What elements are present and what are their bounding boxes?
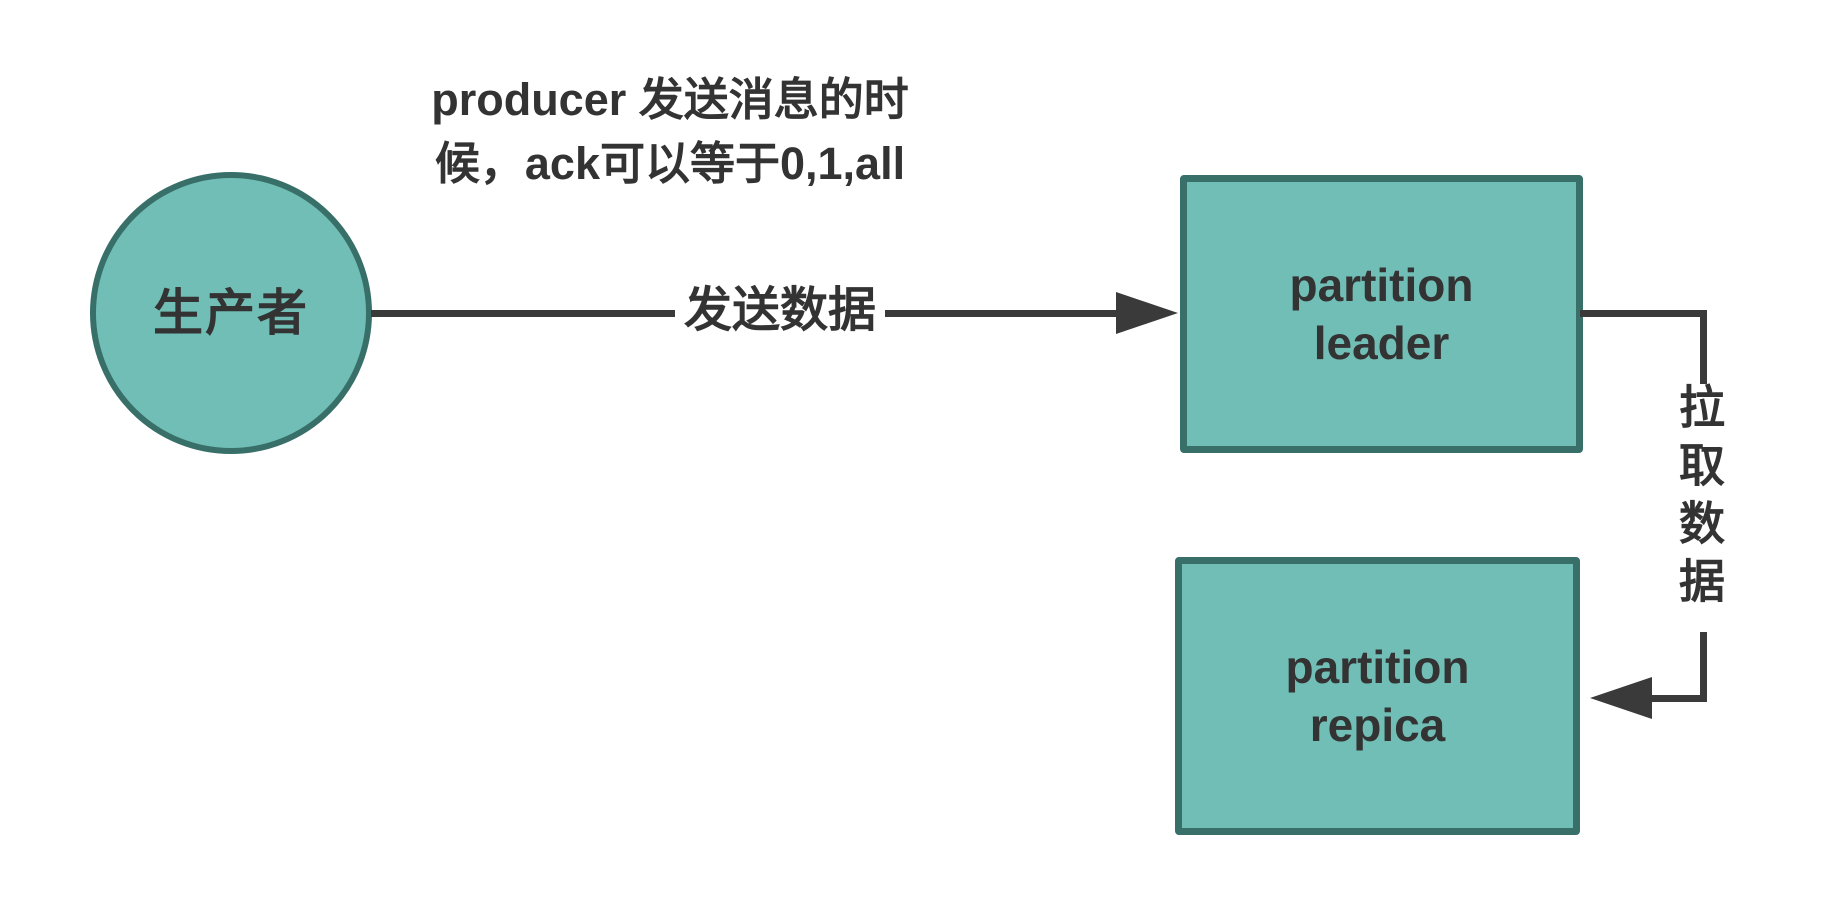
pull-arrow-line-vertical-upper — [1700, 310, 1707, 384]
producer-node: 生产者 — [90, 172, 372, 454]
pull-arrow-line-bottom — [1652, 695, 1707, 702]
ack-annotation-line1: producer 发送消息的时 — [431, 74, 909, 125]
send-arrow-line-right — [885, 310, 1117, 317]
pull-arrowhead-icon — [1590, 677, 1652, 719]
pull-arrow-label: 拉取数据 — [1673, 383, 1725, 615]
send-arrow-line-left — [371, 310, 675, 317]
partition-replica-label-line1: partition — [1285, 641, 1470, 693]
partition-leader-label-line1: partition — [1289, 259, 1474, 311]
ack-annotation: producer 发送消息的时 候，ack可以等于0,1,all — [390, 68, 950, 196]
ack-annotation-line2: 候，ack可以等于0,1,all — [434, 138, 906, 189]
send-arrowhead-icon — [1116, 292, 1178, 334]
send-arrow-label: 发送数据 — [683, 284, 876, 337]
pull-arrow-line-top — [1580, 310, 1707, 317]
partition-replica-label-line2: repica — [1309, 699, 1446, 751]
producer-node-label: 生产者 — [153, 285, 309, 341]
pull-arrow-line-vertical-lower — [1700, 632, 1707, 702]
partition-leader-label-line2: leader — [1313, 317, 1450, 369]
partition-leader-node: partition leader — [1180, 175, 1583, 453]
partition-replica-node: partition repica — [1175, 557, 1580, 835]
